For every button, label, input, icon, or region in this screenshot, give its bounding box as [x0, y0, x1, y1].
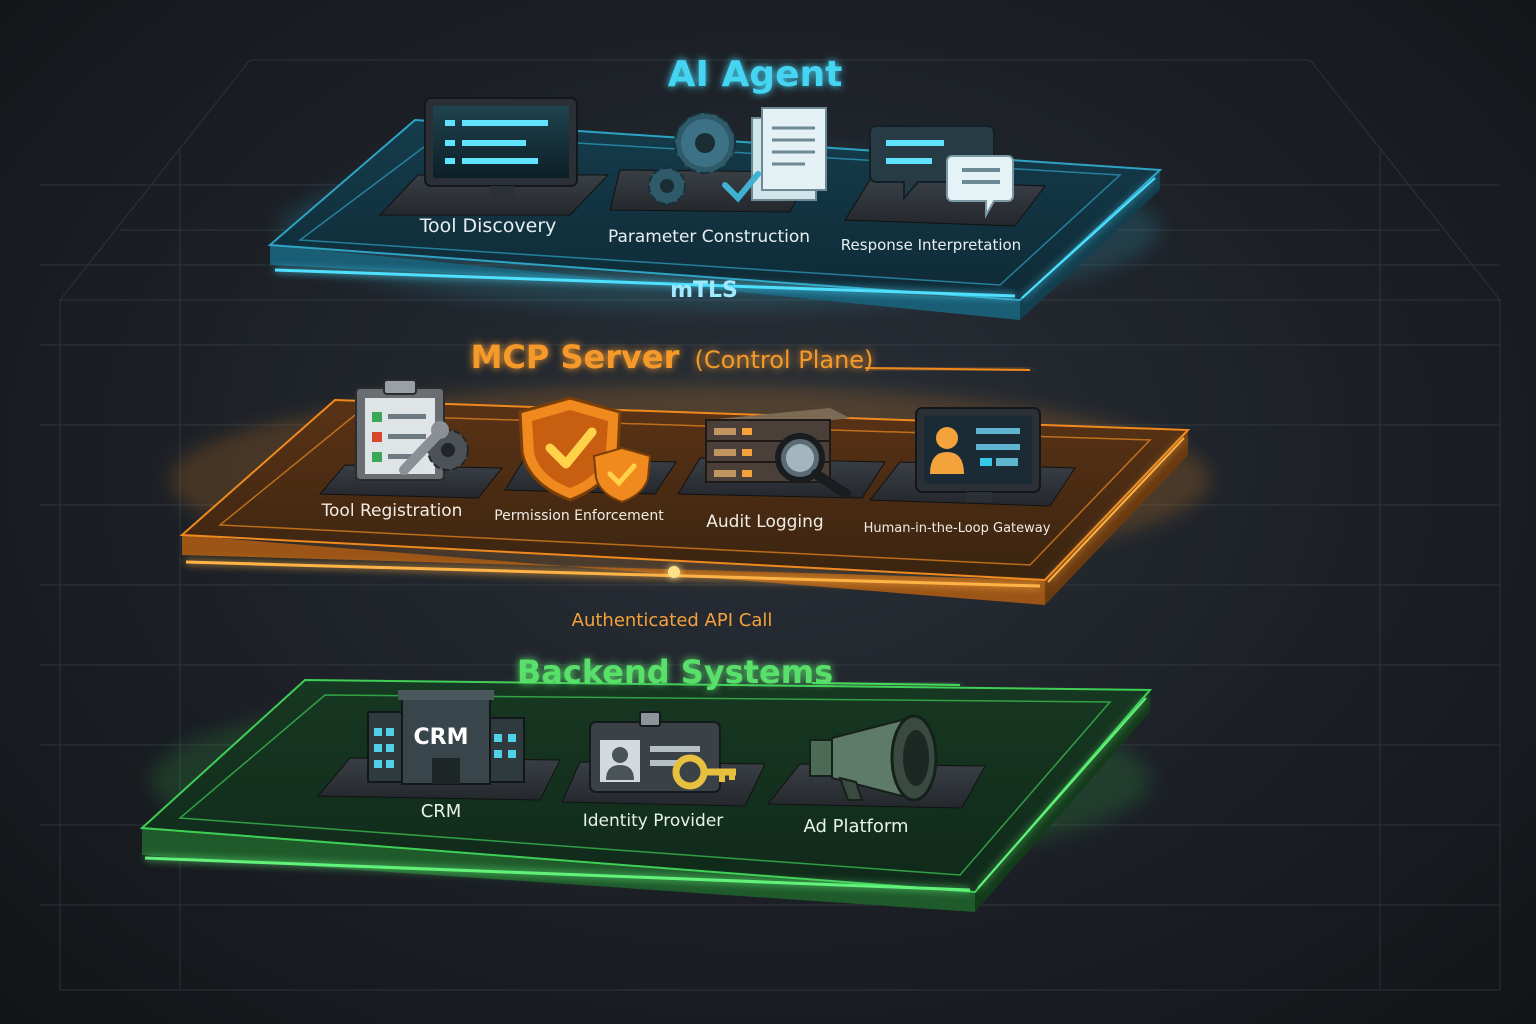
id-card-key-icon: [589, 711, 736, 793]
megaphone-icon: [809, 714, 938, 802]
backend-systems-title: Backend Systems: [517, 653, 833, 691]
component-label-ad-platform: Ad Platform: [803, 816, 908, 837]
user-screen-icon: [915, 407, 1041, 502]
connector-ai-to-mcp: [560, 289, 850, 420]
clipboard-wrench-icon: [355, 379, 469, 481]
component-label-parameter-construction: Parameter Construction: [608, 227, 810, 247]
component-label-human-in-the-loop-gateway: Human-in-the-Loop Gateway: [864, 521, 1051, 536]
mcp-server-title: MCP Server (Control Plane): [471, 338, 874, 376]
authenticated-api-call-label: Authenticated API Call: [572, 610, 773, 631]
crm-building-icon: CRM: [367, 690, 525, 785]
ai-agent-title: AI Agent: [668, 54, 843, 95]
component-label-crm: CRM: [421, 801, 462, 822]
shield-check-icon: [518, 396, 652, 504]
component-label-response-interpretation: Response Interpretation: [841, 236, 1021, 254]
server-magnifier-icon: [705, 408, 851, 499]
mcp-server-title-suffix: (Control Plane): [694, 346, 873, 374]
component-label-identity-provider: Identity Provider: [583, 811, 724, 831]
mcp-server-title-main: MCP Server: [471, 338, 680, 376]
monitor-icon: [424, 97, 578, 196]
crm-sign: CRM: [414, 725, 469, 750]
gear-document-icon: [648, 107, 827, 205]
mtls-label: mTLS: [670, 278, 738, 303]
component-label-permission-enforcement: Permission Enforcement: [494, 508, 664, 524]
connector-mcp-to-backend: [430, 566, 915, 725]
component-label-tool-discovery: Tool Discovery: [419, 215, 557, 237]
component-label-audit-logging: Audit Logging: [706, 512, 823, 532]
title-rules: [330, 79, 1031, 686]
chat-bubbles-icon: [869, 125, 1014, 219]
component-label-tool-registration: Tool Registration: [321, 501, 463, 521]
